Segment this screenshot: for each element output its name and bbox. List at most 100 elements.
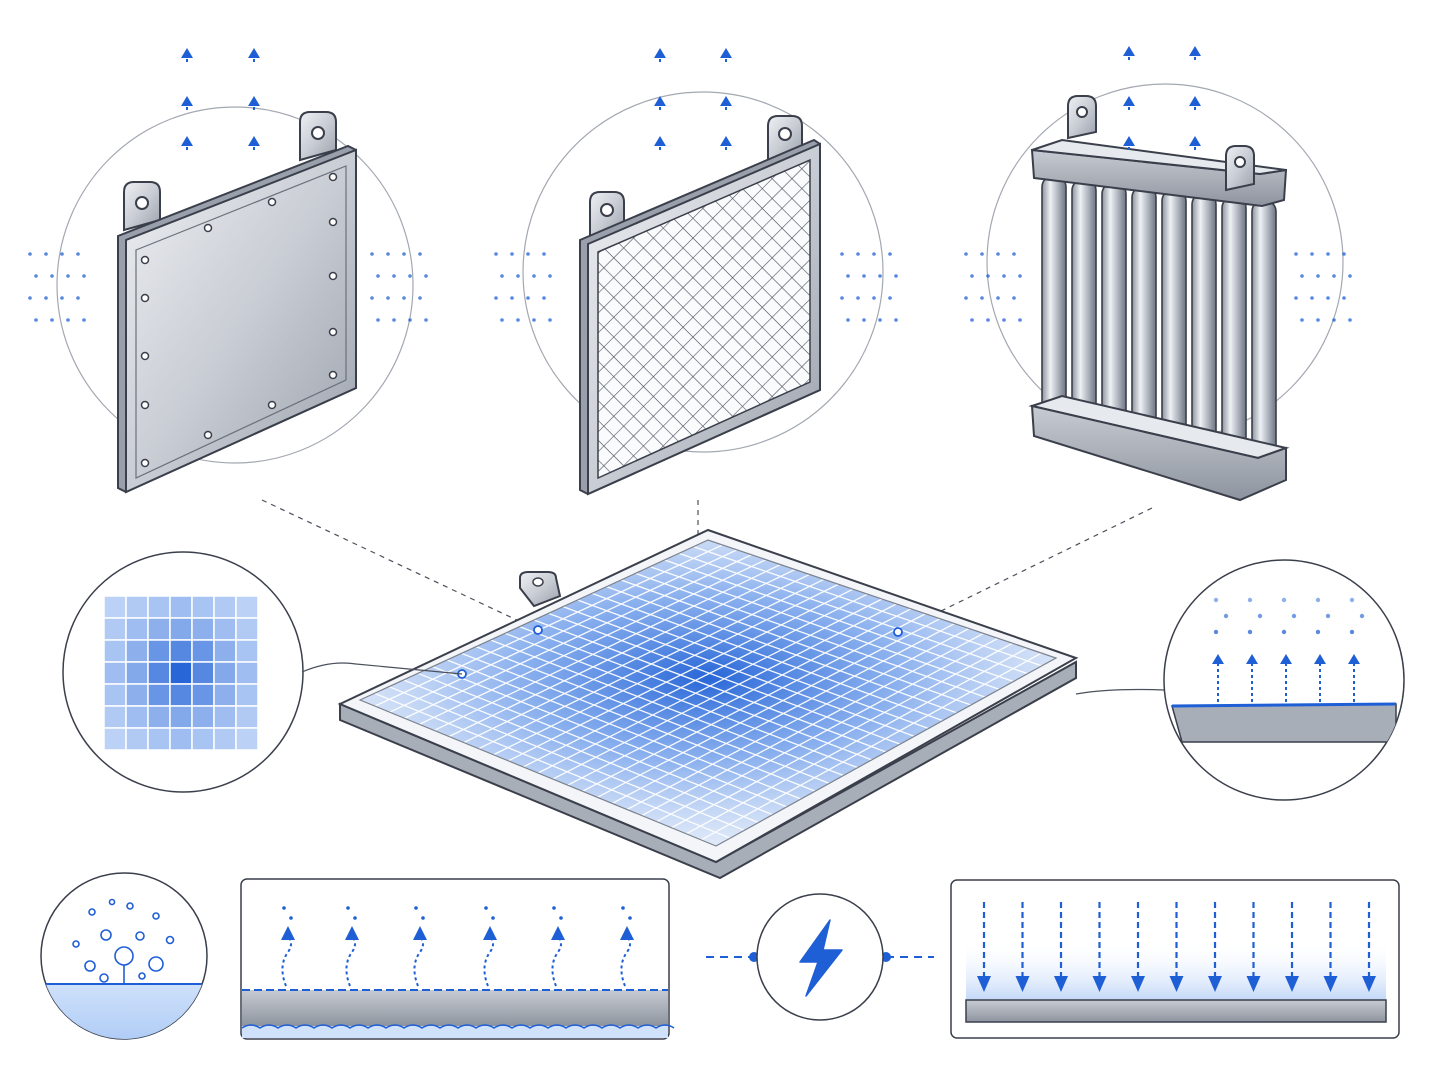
particle-dot bbox=[376, 274, 380, 278]
particle-dot bbox=[878, 318, 882, 322]
density-cell bbox=[169, 727, 193, 751]
particle-dot bbox=[386, 252, 390, 256]
gas-particle bbox=[1315, 597, 1321, 603]
particle-dot bbox=[1012, 296, 1016, 300]
gas-particle bbox=[1247, 629, 1253, 635]
density-cell bbox=[191, 727, 215, 751]
particle-dot bbox=[1342, 296, 1346, 300]
particle-dot bbox=[986, 318, 990, 322]
up-arrow-icon bbox=[181, 48, 193, 62]
rising-gas-arrow-icon bbox=[413, 906, 427, 987]
up-arrow-icon bbox=[1123, 46, 1135, 60]
particle-dot bbox=[1294, 252, 1298, 256]
particle-dot bbox=[408, 274, 412, 278]
particle-dot bbox=[494, 252, 498, 256]
particle-dot bbox=[44, 252, 48, 256]
particle-dot bbox=[888, 252, 892, 256]
grid-line bbox=[671, 642, 1013, 829]
current-density-grid-icon bbox=[62, 551, 463, 793]
density-cell bbox=[235, 661, 259, 685]
electrode-rod bbox=[1101, 182, 1127, 427]
particle-dot bbox=[516, 318, 520, 322]
particle-dot bbox=[402, 252, 406, 256]
density-cell bbox=[147, 617, 171, 641]
particle-dot bbox=[964, 252, 968, 256]
particle-dot bbox=[424, 274, 428, 278]
density-cell bbox=[191, 595, 215, 619]
particle-dot bbox=[50, 318, 54, 322]
particle-dot bbox=[28, 252, 32, 256]
density-cell bbox=[213, 639, 237, 663]
electrode-rod bbox=[1071, 178, 1097, 420]
particle-dot bbox=[1316, 318, 1320, 322]
particle-dot bbox=[66, 318, 70, 322]
particle-dot bbox=[402, 296, 406, 300]
electrode-rod bbox=[1251, 199, 1277, 462]
particle-dot bbox=[1326, 252, 1330, 256]
gas-particle bbox=[1257, 613, 1263, 619]
power-connector bbox=[706, 893, 934, 1021]
density-cell bbox=[191, 617, 215, 641]
gas-evolution-cross-section-icon bbox=[240, 878, 675, 1040]
density-cell bbox=[213, 595, 237, 619]
electrode-rod bbox=[1221, 196, 1247, 455]
particle-dot bbox=[494, 296, 498, 300]
grid-line bbox=[686, 647, 1028, 835]
particle-dot bbox=[996, 252, 1000, 256]
down-flux-arrow-icon bbox=[1285, 902, 1299, 992]
density-cell bbox=[235, 639, 259, 663]
density-cell bbox=[125, 705, 149, 729]
down-flux-arrow-icon bbox=[1208, 902, 1222, 992]
particle-dot bbox=[376, 318, 380, 322]
particle-dot bbox=[840, 296, 844, 300]
particle-dot bbox=[964, 296, 968, 300]
particle-dot bbox=[500, 318, 504, 322]
particle-dot bbox=[980, 252, 984, 256]
gas-up-arrow-icon bbox=[1246, 654, 1258, 702]
density-cell bbox=[191, 639, 215, 663]
down-flux-arrow-icon bbox=[1362, 902, 1376, 992]
density-cell bbox=[103, 639, 127, 663]
density-cell bbox=[147, 661, 171, 685]
particle-dot bbox=[28, 296, 32, 300]
gas-particle bbox=[1315, 629, 1321, 635]
mesh-electrode-icon bbox=[494, 48, 898, 496]
down-flux-arrow-icon bbox=[977, 902, 991, 992]
particle-dot bbox=[510, 296, 514, 300]
density-cell bbox=[147, 595, 171, 619]
particle-dot bbox=[970, 318, 974, 322]
particle-dot bbox=[1348, 274, 1352, 278]
particle-dot bbox=[548, 318, 552, 322]
particle-dot bbox=[1012, 252, 1016, 256]
particle-dot bbox=[370, 296, 374, 300]
density-cell bbox=[147, 727, 171, 751]
density-cell bbox=[125, 727, 149, 751]
density-cell bbox=[191, 705, 215, 729]
particle-dot bbox=[878, 274, 882, 278]
particle-dot bbox=[392, 318, 396, 322]
density-cell bbox=[213, 683, 237, 707]
particle-dot bbox=[532, 318, 536, 322]
particle-dot bbox=[986, 274, 990, 278]
gas-particle bbox=[1281, 597, 1287, 603]
density-cell bbox=[103, 595, 127, 619]
particle-dot bbox=[840, 252, 844, 256]
density-cell bbox=[213, 705, 237, 729]
down-flux-arrow-icon bbox=[1015, 902, 1030, 992]
particle-dot bbox=[418, 252, 422, 256]
rising-gas-arrow-icon bbox=[483, 906, 497, 987]
particle-dot bbox=[1342, 252, 1346, 256]
gas-up-arrow-icon bbox=[1348, 654, 1360, 702]
density-cell bbox=[147, 683, 171, 707]
electrode-rod bbox=[1131, 185, 1157, 434]
down-flux-arrow-icon bbox=[1054, 902, 1068, 992]
up-arrow-icon bbox=[248, 96, 260, 110]
rising-gas-arrow-icon bbox=[620, 906, 634, 987]
particle-dot bbox=[1310, 296, 1314, 300]
density-cell bbox=[103, 617, 127, 641]
guide-lines bbox=[261, 499, 1153, 633]
rising-gas-arrow-icon bbox=[281, 906, 295, 987]
particle-dot bbox=[76, 252, 80, 256]
electrode-rod bbox=[1191, 192, 1217, 448]
particle-dot bbox=[1300, 274, 1304, 278]
